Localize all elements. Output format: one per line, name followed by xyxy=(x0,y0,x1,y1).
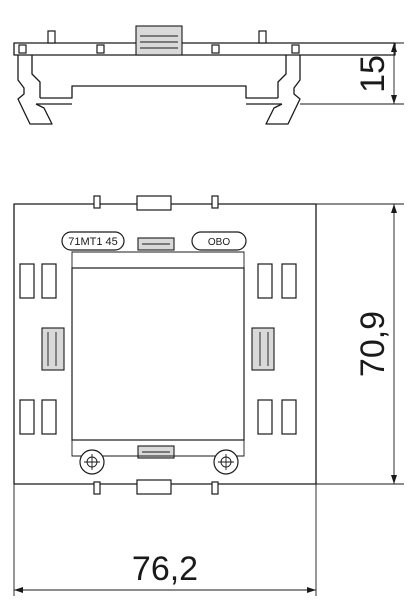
front-view: 71MT1 45 OBO xyxy=(13,195,404,596)
brand-logo: OBO xyxy=(208,237,230,248)
dimension-side-height: 15 xyxy=(354,55,392,93)
part-code-label: 71MT1 45 xyxy=(68,236,118,248)
dimension-front-height: 70,9 xyxy=(354,311,392,377)
side-view: 15 xyxy=(13,25,404,125)
dimension-front-width: 76,2 xyxy=(132,550,198,588)
